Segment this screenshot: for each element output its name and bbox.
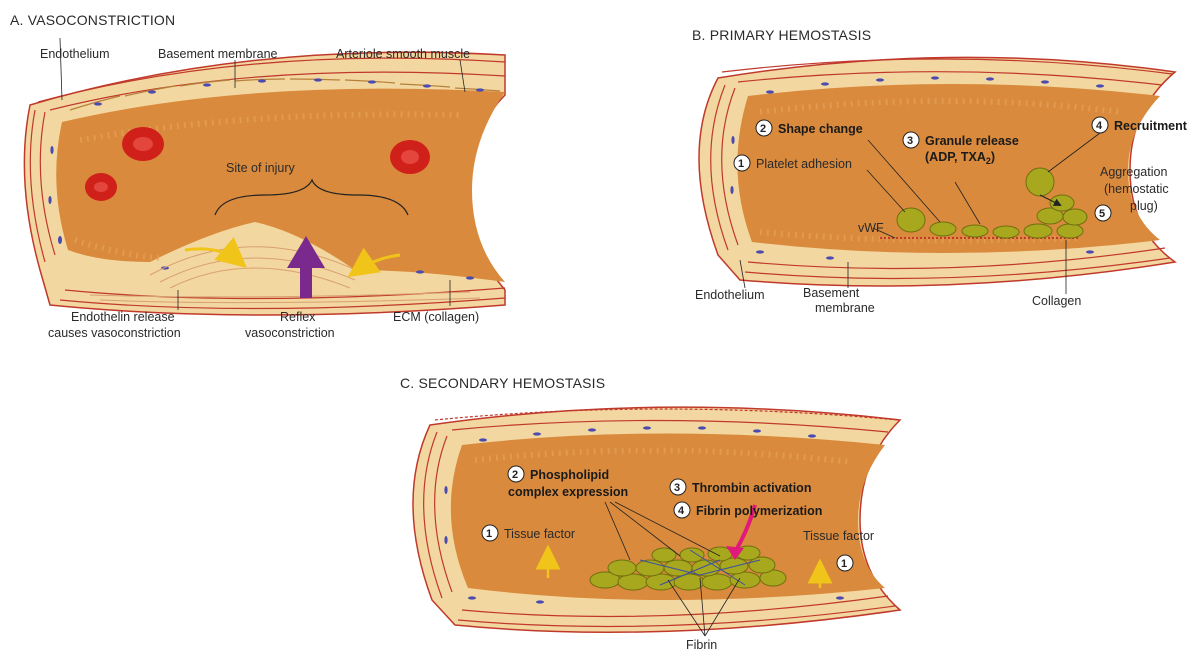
step-c-4-label: Fibrin polymerization — [696, 504, 822, 518]
label-endothelin-line1: Endothelin release — [71, 310, 175, 324]
step-b-5: Aggregation (hemostatic plug) 5 — [1095, 165, 1169, 221]
step-b-3-detail: (ADP, TXA — [925, 150, 986, 164]
step-c-1-left-number: 1 — [486, 528, 492, 540]
label-reflex-line2: vasoconstriction — [245, 326, 335, 340]
step-c-1-left: 1 Tissue factor — [482, 525, 575, 541]
label-basement-b-line1: Basement — [803, 286, 860, 300]
step-c-3-number: 3 — [674, 482, 680, 494]
panel-b: B. PRIMARY HEMOSTASIS — [692, 27, 1188, 315]
vessel-a — [24, 38, 505, 315]
label-smooth-muscle: Arteriole smooth muscle — [336, 47, 470, 61]
step-b-3-number: 3 — [907, 135, 913, 147]
panel-c: C. SECONDARY HEMOSTASIS — [400, 375, 900, 652]
label-ecm-collagen: ECM (collagen) — [393, 310, 479, 324]
svg-text:(ADP, TXA2): (ADP, TXA2) — [925, 150, 995, 166]
label-vwf: vWF — [858, 221, 884, 235]
step-c-4-number: 4 — [678, 505, 685, 517]
label-endothelium-a: Endothelium — [40, 47, 110, 61]
label-site-of-injury: Site of injury — [226, 161, 296, 175]
step-c-2-number: 2 — [512, 469, 518, 481]
step-b-5-label-line3: plug) — [1130, 199, 1158, 213]
step-c-2-label-line1: Phospholipid — [530, 468, 609, 482]
step-b-3-close: ) — [991, 150, 995, 164]
step-b-1-label: Platelet adhesion — [756, 157, 852, 171]
panel-a-title: A. VASOCONSTRICTION — [10, 12, 175, 28]
step-c-1-left-label: Tissue factor — [504, 527, 575, 541]
step-c-1-right-number: 1 — [841, 558, 847, 570]
panel-a: A. VASOCONSTRICTION — [10, 12, 505, 340]
step-b-4-number: 4 — [1096, 120, 1103, 132]
label-collagen-b: Collagen — [1032, 294, 1081, 308]
step-c-2-label-line2: complex expression — [508, 485, 628, 499]
step-b-2-label: Shape change — [778, 122, 863, 136]
label-basement-b-line2: membrane — [815, 301, 875, 315]
vessel-c — [413, 407, 900, 636]
panel-b-title: B. PRIMARY HEMOSTASIS — [692, 27, 871, 43]
label-reflex-line1: Reflex — [280, 310, 316, 324]
label-endothelium-b: Endothelium — [695, 288, 765, 302]
step-c-4: 4 Fibrin polymerization — [674, 502, 822, 518]
step-b-3-label: Granule release — [925, 134, 1019, 148]
step-c-1-right-label: Tissue factor — [803, 529, 874, 543]
step-c-3-label: Thrombin activation — [692, 481, 811, 495]
step-b-5-number: 5 — [1099, 208, 1105, 220]
label-basement-membrane-a: Basement membrane — [158, 47, 278, 61]
panel-c-title: C. SECONDARY HEMOSTASIS — [400, 375, 605, 391]
label-endothelin-line2: causes vasoconstriction — [48, 326, 181, 340]
step-b-4-label: Recruitment — [1114, 119, 1188, 133]
step-c-3: 3 Thrombin activation — [670, 479, 811, 495]
step-b-1-number: 1 — [738, 158, 744, 170]
step-b-5-label-line1: Aggregation — [1100, 165, 1167, 179]
step-b-2-number: 2 — [760, 123, 766, 135]
label-fibrin: Fibrin — [686, 638, 717, 652]
step-b-4: 4 Recruitment — [1092, 117, 1188, 133]
step-b-5-label-line2: (hemostatic — [1104, 182, 1169, 196]
